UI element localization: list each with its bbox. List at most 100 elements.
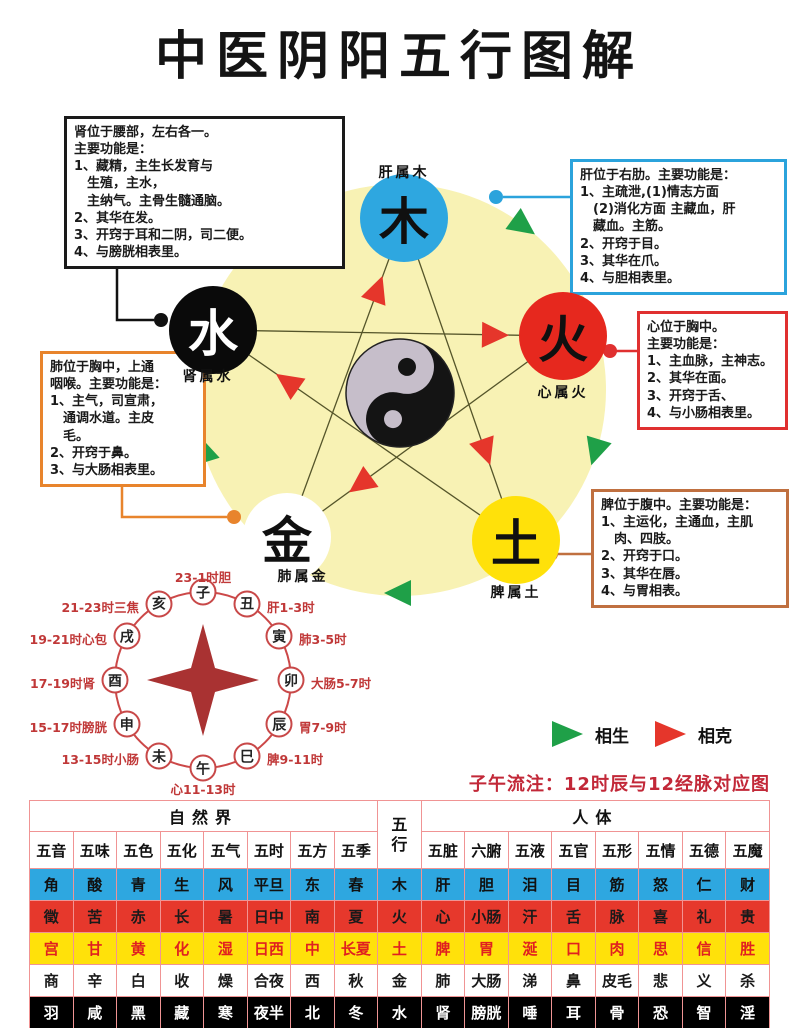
- table-cell: 思: [638, 932, 683, 965]
- table-cell: 悲: [638, 964, 683, 997]
- table-cell: 肝: [420, 868, 466, 901]
- clock-branch-node: 巳: [233, 742, 261, 770]
- table-cell: 夏: [333, 900, 379, 933]
- table-cell: 胜: [725, 932, 770, 965]
- table-cell: 怒: [638, 868, 683, 901]
- table-row: 商辛白收燥合夜西秋金肺大肠涕鼻皮毛悲义杀: [29, 964, 770, 997]
- table-cell: 仁: [681, 868, 727, 901]
- page-title: 中医阴阳五行图解: [154, 26, 643, 87]
- table-cell: 胆: [464, 868, 509, 901]
- table-cell: 肾: [420, 996, 466, 1028]
- clock-time-label: 13-15时小肠: [61, 752, 139, 767]
- element-fire-circle: 火: [519, 292, 607, 380]
- table-cell-element: 水: [377, 996, 422, 1028]
- table-cell: 商: [29, 964, 74, 997]
- table-cell: 涎: [507, 932, 553, 965]
- element-metal-label: 肺属金: [277, 569, 329, 585]
- table-row: 宫甘黄化湿日西中长夏土脾胃涎口肉思信胜: [29, 932, 770, 965]
- column-header: 六腑: [464, 831, 509, 869]
- column-header: 五化: [159, 831, 205, 869]
- column-header: 五魔: [725, 831, 770, 869]
- table-cell: 暑: [203, 900, 248, 933]
- table-cell: 汗: [507, 900, 553, 933]
- column-header: 五脏: [420, 831, 466, 869]
- table-cell: 角: [29, 868, 74, 901]
- table-cell: 鼻: [551, 964, 596, 997]
- clock-branch-node: 申: [113, 710, 141, 738]
- table-cell: 皮毛: [594, 964, 640, 997]
- table-cell: 骨: [594, 996, 640, 1028]
- table-cell: 心: [420, 900, 466, 933]
- column-header: 五季: [333, 831, 379, 869]
- table-cell: 恐: [638, 996, 683, 1028]
- ke-arrow-icons: [275, 275, 509, 493]
- table-cell: 舌: [551, 900, 596, 933]
- table-cell: 南: [290, 900, 335, 933]
- table-cell: 大肠: [464, 964, 509, 997]
- table-cell: 寒: [203, 996, 248, 1028]
- clock-time-label: 23-1时胆: [174, 570, 232, 585]
- legend-sheng-label: 相生: [595, 726, 629, 747]
- clock-branch-node: 酉: [101, 666, 129, 694]
- element-water-label: 肾属水: [182, 369, 234, 385]
- table-cell: 平旦: [246, 868, 292, 901]
- table-cell: 日西: [246, 932, 292, 965]
- table-cell-element: 火: [377, 900, 422, 933]
- group-header-nature: 自然界: [28, 800, 379, 832]
- element-earth-label: 脾属土: [490, 585, 542, 601]
- table-cell: 胃: [464, 932, 509, 965]
- table-cell: 冬: [333, 996, 379, 1028]
- element-earth-circle: 土: [472, 496, 560, 584]
- table-cell: 义: [681, 964, 727, 997]
- table-cell-element: 土: [377, 932, 422, 965]
- column-header: 五方: [290, 831, 335, 869]
- table-cell: 秋: [333, 964, 379, 997]
- table-cell: 淫: [725, 996, 770, 1028]
- heart-description-box: 心位于胸中。 主要功能是： 1、主血脉，主神志。 2、其华在面。 3、开窍于舌、…: [637, 311, 788, 430]
- clock-time-label: 21-23时三焦: [61, 600, 139, 615]
- clock-time-label: 脾9-11时: [267, 752, 324, 767]
- column-header: 五形: [594, 831, 640, 869]
- table-cell: 唾: [507, 996, 553, 1028]
- table-cell: 春: [333, 868, 379, 901]
- table-cell: 青: [116, 868, 161, 901]
- taiji-symbol: [345, 338, 455, 448]
- table-cell: 长夏: [333, 932, 379, 965]
- table-cell: 赤: [116, 900, 161, 933]
- clock-branch-node: 寅: [265, 622, 293, 650]
- table-cell: 藏: [159, 996, 205, 1028]
- column-header: 五色: [116, 831, 161, 869]
- table-cell: 喜: [638, 900, 683, 933]
- table-cell: 收: [159, 964, 205, 997]
- ke-triangle-icon: [655, 721, 686, 747]
- clock-time-label: 心11-13时: [170, 782, 236, 797]
- table-cell: 黄: [116, 932, 161, 965]
- clock-time-label: 肺3-5时: [299, 632, 347, 647]
- table-cell: 目: [551, 868, 596, 901]
- clock-branch-node: 未: [145, 742, 173, 770]
- element-wood-label: 肝属木: [378, 165, 430, 181]
- clock-time-label: 胃7-9时: [299, 720, 347, 735]
- clock-time-label: 15-17时膀胱: [29, 720, 107, 735]
- table-cell: 辛: [72, 964, 118, 997]
- table-cell: 脉: [594, 900, 640, 933]
- table-cell: 羽: [29, 996, 74, 1028]
- column-header: 五官: [551, 831, 596, 869]
- table-cell: 肺: [420, 964, 466, 997]
- table-cell: 脾: [420, 932, 466, 965]
- clock-branch-node: 午: [189, 754, 217, 782]
- table-cell: 涕: [507, 964, 553, 997]
- table-cell: 信: [681, 932, 727, 965]
- clock-time-label: 17-19时肾: [30, 676, 95, 691]
- column-header: 五时: [246, 831, 292, 869]
- clock-branch-node: 辰: [265, 710, 293, 738]
- table-cell: 智: [681, 996, 727, 1028]
- table-cell: 杀: [725, 964, 770, 997]
- legend: 相生 相克: [552, 721, 732, 747]
- clock-branch-node: 戌: [113, 622, 141, 650]
- table-cell: 肉: [594, 932, 640, 965]
- clock-branch-node: 丑: [233, 590, 261, 618]
- column-header: 五情: [638, 831, 683, 869]
- element-wood-circle: 木: [360, 174, 448, 262]
- table-cell: 膀胱: [464, 996, 509, 1028]
